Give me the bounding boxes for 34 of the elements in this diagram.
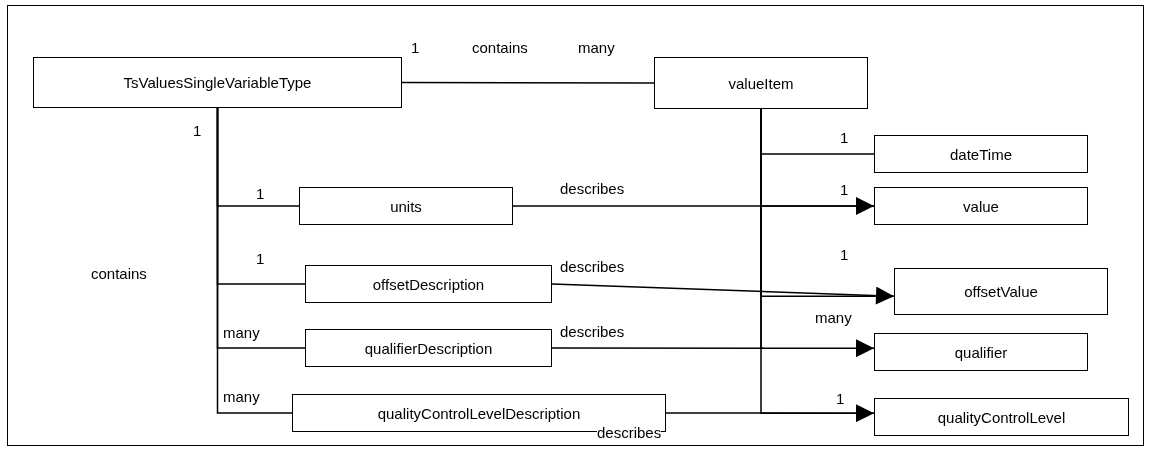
class-box: units — [299, 187, 513, 225]
connector-line — [216, 107, 293, 414]
connector-line — [401, 81, 655, 84]
class-box: valueItem — [654, 57, 868, 109]
edge-label: describes — [560, 258, 625, 275]
multiplicity-label: 1 — [836, 390, 845, 407]
multiplicity-label: many — [578, 39, 615, 56]
edge-label: describes — [560, 180, 625, 197]
multiplicity-label: 1 — [411, 39, 420, 56]
class-box: dateTime — [874, 135, 1088, 173]
edge-label: contains — [472, 39, 528, 56]
arrow — [512, 197, 875, 215]
class-box: qualifier — [874, 333, 1088, 371]
class-box: qualityControlLevel — [874, 398, 1129, 436]
multiplicity-label: 1 — [193, 122, 202, 139]
multiplicity-label: 1 — [256, 185, 265, 202]
multiplicity-label: 1 — [840, 246, 849, 263]
arrow — [551, 339, 875, 358]
class-box: value — [874, 187, 1088, 225]
edge-label: describes — [597, 424, 662, 441]
multiplicity-label: contains — [91, 265, 147, 282]
multiplicity-label: 1 — [256, 250, 265, 267]
multiplicity-label: 1 — [840, 181, 849, 198]
class-box: offsetValue — [894, 268, 1108, 315]
multiplicity-label: many — [223, 324, 260, 341]
edge-label: describes — [560, 323, 625, 340]
arrow — [551, 283, 895, 305]
multiplicity-label: 1 — [840, 129, 849, 146]
class-box: offsetDescription — [305, 265, 552, 303]
class-box: qualifierDescription — [305, 329, 552, 367]
arrow — [665, 404, 875, 423]
multiplicity-label: many — [815, 309, 852, 326]
multiplicity-label: many — [223, 388, 260, 405]
class-box: TsValuesSingleVariableType — [33, 57, 402, 108]
